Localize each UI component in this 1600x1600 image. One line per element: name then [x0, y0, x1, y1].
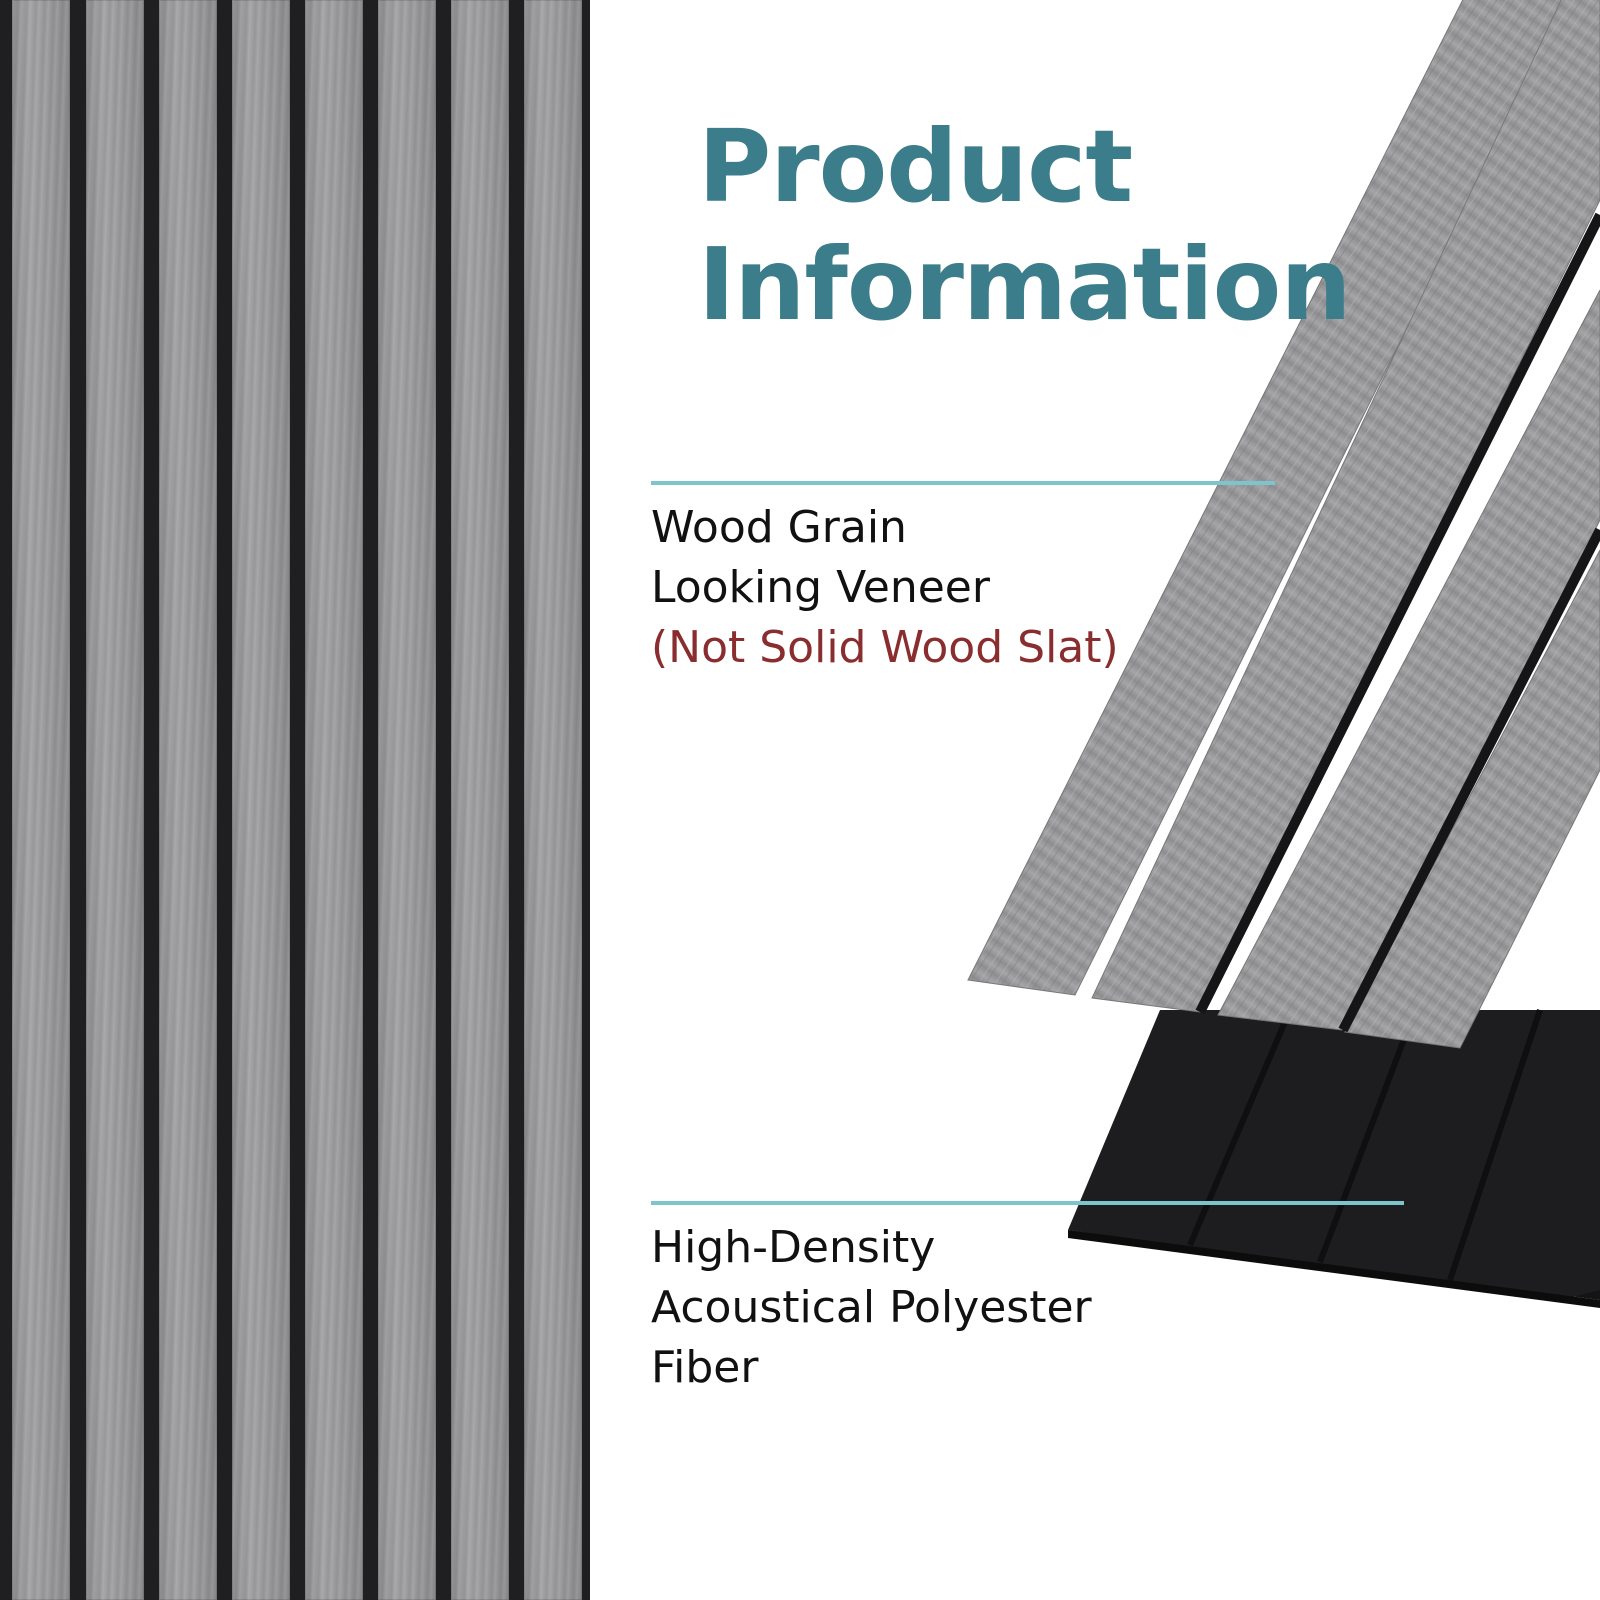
felt-groove — [1187, 1008, 1293, 1247]
callout-text: Acoustical Polyester — [651, 1282, 1092, 1333]
title-line: Product — [698, 108, 1133, 225]
wood-slat — [305, 0, 363, 1600]
callout-text: Fiber — [651, 1342, 759, 1393]
callout-text: Wood Grain — [651, 502, 907, 553]
slat-gap — [1338, 527, 1600, 1033]
wood-slat — [232, 0, 290, 1600]
wood-slat — [524, 0, 582, 1600]
wood-slat — [86, 0, 144, 1600]
wood-slat — [159, 0, 217, 1600]
wood-slat — [12, 0, 70, 1600]
wood-slat — [451, 0, 509, 1600]
veneer-slat — [967, 0, 1571, 996]
felt-backing-board — [1068, 1010, 1600, 1300]
veneer-slat — [1217, 289, 1600, 1031]
callout-veneer: Wood Grain Looking Veneer (Not Solid Woo… — [651, 498, 1119, 678]
callout-text: High-Density — [651, 1222, 936, 1273]
slat-gap — [1195, 212, 1600, 1015]
slat-panel-front-view — [0, 0, 590, 1600]
callout-note: (Not Solid Wood Slat) — [651, 622, 1119, 673]
felt-backing-side — [1068, 1230, 1600, 1308]
veneer-slat — [1091, 0, 1600, 1013]
callout-rule — [651, 481, 1275, 485]
felt-groove — [1447, 1009, 1543, 1281]
title-line: Information — [698, 226, 1352, 343]
felt-groove — [1317, 1008, 1418, 1264]
wood-slat — [378, 0, 436, 1600]
callout-rule — [651, 1201, 1404, 1205]
veneer-slat — [1344, 549, 1600, 1049]
callout-felt: High-Density Acoustical Polyester Fiber — [651, 1218, 1092, 1398]
page-title: Product Information — [698, 108, 1352, 344]
callout-text: Looking Veneer — [651, 562, 990, 613]
